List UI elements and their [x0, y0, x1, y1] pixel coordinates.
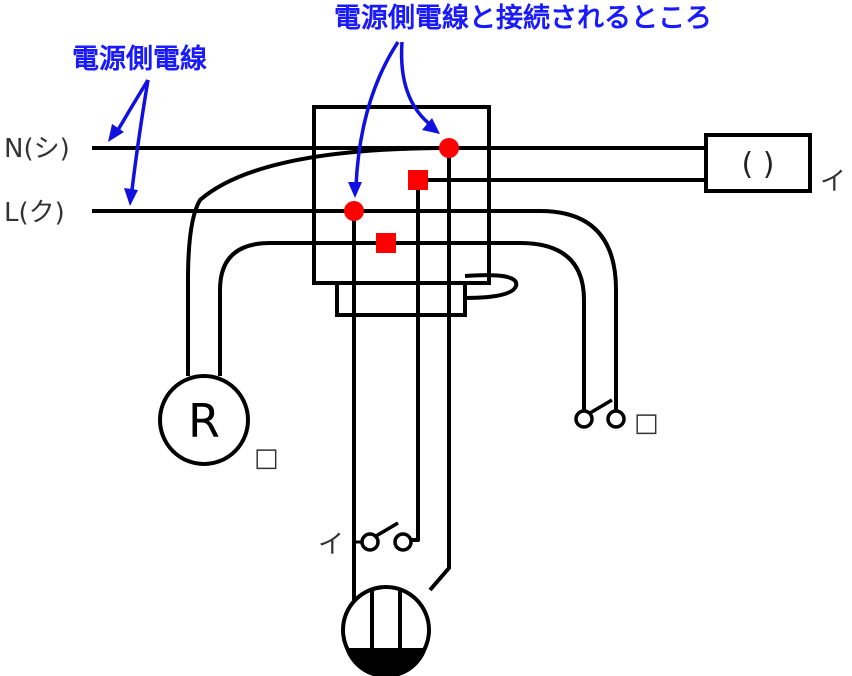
lamp-box-text: ( )	[742, 147, 775, 182]
bottom-switch-terminal-right	[393, 532, 413, 552]
neutral-label: N(シ)	[4, 134, 70, 164]
wire-to-right-switch-inner	[386, 241, 586, 410]
live-connection-dot	[344, 201, 364, 221]
junction-box-bottom-tab	[335, 281, 467, 317]
receptacle-circle	[158, 374, 250, 466]
right-switch-terminal-left	[574, 409, 594, 429]
junction-box-loop	[464, 273, 519, 300]
right-switch-lever	[589, 398, 613, 415]
source-arrow-head-neutral	[108, 124, 124, 142]
switch-terminal-square-lower	[376, 233, 396, 253]
source-arrow-head-live	[124, 188, 138, 206]
lamp-box-tag: イ	[820, 167, 846, 197]
connection-arrow-head-neutral	[422, 118, 440, 134]
wire-to-right-switch-outer	[354, 209, 618, 410]
receptacle-tag: □	[254, 443, 279, 473]
right-switch-tag: □	[634, 408, 659, 438]
source-wire-annotation: 電源側電線	[72, 43, 207, 75]
wire-down-from-neutral	[428, 148, 451, 592]
bottom-switch-lever	[375, 521, 399, 538]
connection-arrow-head-live	[348, 182, 362, 198]
right-switch-terminal-right	[606, 409, 626, 429]
source-arrow-to-live	[130, 79, 150, 191]
bottom-switch-tag: イ	[318, 530, 344, 560]
wire-to-receptacle-inner	[218, 241, 386, 376]
junction-box	[312, 105, 491, 285]
bottom-switch-terminal-left	[360, 532, 380, 552]
receptacle-label: R	[188, 394, 220, 448]
neutral-connection-dot	[439, 138, 459, 158]
connection-arrow-to-live	[354, 41, 400, 187]
lamp-holder-base	[345, 648, 427, 676]
wire-to-receptacle-outer	[186, 146, 450, 376]
switch-terminal-square-upper	[408, 170, 428, 190]
live-label: L(ク)	[4, 198, 65, 228]
source-arrow-to-neutral	[116, 79, 150, 131]
lamp-box	[704, 133, 812, 193]
connection-point-annotation: 電源側電線と接続されるところ	[334, 2, 712, 34]
connection-arrow-to-neutral	[399, 41, 434, 128]
